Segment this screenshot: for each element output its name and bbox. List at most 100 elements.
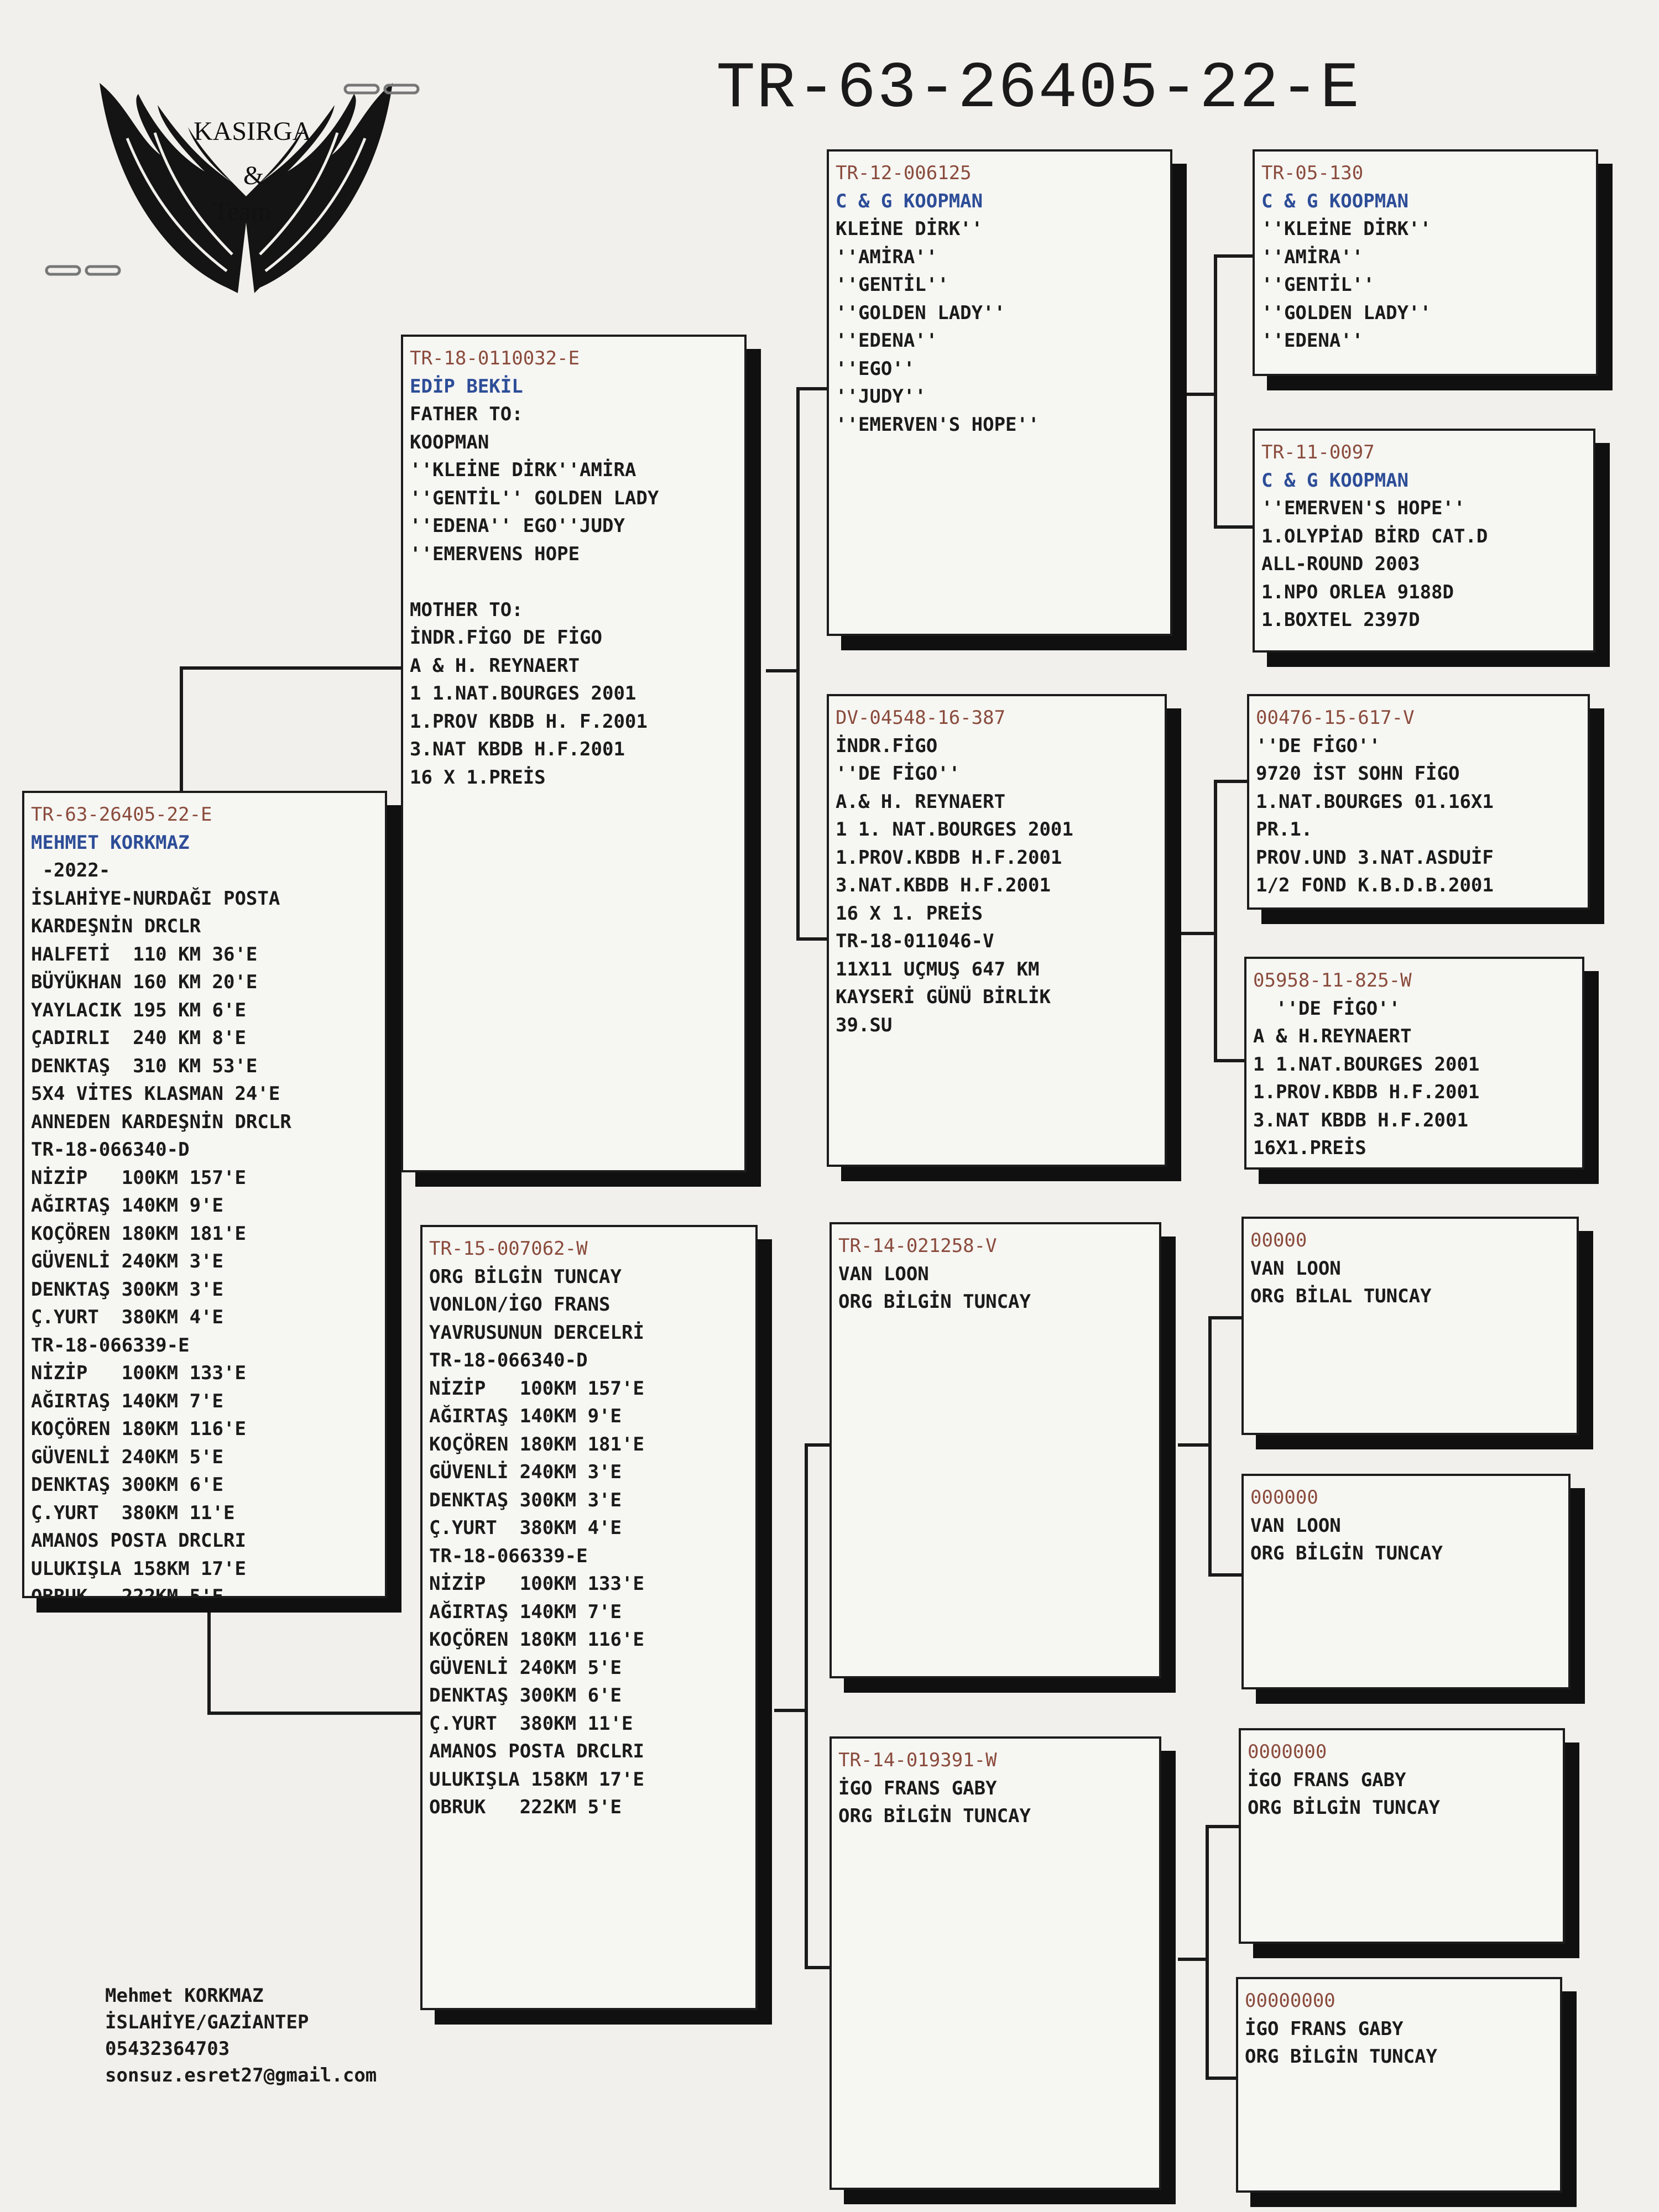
connector-line — [207, 1604, 211, 1714]
contact-email: sonsuz.esret27@gmail.com — [105, 2064, 377, 2086]
connector-line — [1208, 1316, 1241, 1319]
pedigree-line: ORG BİLGİN TUNCAY — [429, 1265, 622, 1288]
pedigree-line: AMANOS POSTA DRCLRI — [429, 1740, 644, 1762]
connector-line — [1208, 1573, 1241, 1577]
connector-line — [1214, 1059, 1247, 1062]
pedigree-line: 1.PROV.KBDB H.F.2001 — [1253, 1081, 1480, 1103]
ring-number: TR-05-130 — [1261, 162, 1364, 184]
ring-number: TR-11-0097 — [1261, 441, 1375, 463]
pedigree-line: ''EGO'' — [836, 357, 915, 380]
connector-line — [207, 1712, 434, 1715]
contact-block: Mehmet KORKMAZ İSLAHİYE/GAZİANTEP 054323… — [105, 1983, 377, 2089]
ring-number: TR-63-26405-22-E — [31, 804, 212, 826]
breeder-name: C & G KOOPMAN — [836, 190, 983, 212]
paper-clip-icon — [343, 84, 420, 95]
ring-number: 0000000 — [1248, 1741, 1327, 1763]
pedigree-line: PROV.UND 3.NAT.ASDUİF — [1256, 846, 1494, 869]
connector-line — [774, 1709, 805, 1712]
pedigree-line: ALL-ROUND 2003 — [1261, 553, 1420, 575]
connector-line — [1214, 254, 1217, 528]
pedigree-line: 1.OLYPİAD BİRD CAT.D — [1261, 525, 1488, 547]
pedigree-line: AĞIRTAŞ 140KM 7'E — [429, 1600, 622, 1623]
pedigree-box-sire-dam-dam: 05958-11-825-W ''DE FİGO''A & H.REYNAERT… — [1244, 957, 1584, 1170]
pedigree-line: OBRUK 222KM 5'E — [31, 1585, 223, 1598]
pedigree-line: GÜVENLİ 240KM 3'E — [31, 1250, 223, 1272]
pedigree-line: DENKTAŞ 300KM 3'E — [31, 1278, 223, 1301]
pedigree-line: 3.NAT.KBDB H.F.2001 — [836, 874, 1051, 896]
pedigree-line: ULUKIŞLA 158KM 17'E — [429, 1768, 644, 1791]
pedigree-line: TR-18-011046-V — [836, 930, 994, 952]
pedigree-line: 1 1.NAT.BOURGES 2001 — [410, 682, 637, 705]
pedigree-line: 1 1.NAT.BOURGES 2001 — [1253, 1053, 1480, 1076]
ring-number: 000000 — [1250, 1486, 1318, 1509]
pedigree-line: PR.1. — [1256, 818, 1313, 841]
pedigree-line: ''EDENA'' — [1261, 330, 1364, 352]
pedigree-line: ''EDENA'' EGO''JUDY — [410, 515, 625, 537]
pedigree-line: Ç.YURT 380KM 4'E — [31, 1306, 223, 1328]
pedigree-line: ''GOLDEN LADY'' — [1261, 301, 1432, 324]
pedigree-line: ''KLEİNE DİRK'' — [1261, 218, 1432, 240]
pedigree-line: TR-18-066340-D — [429, 1349, 588, 1371]
pedigree-line: GÜVENLİ 240KM 3'E — [429, 1461, 622, 1483]
pedigree-line: YAYLACIK 195 KM 6'E — [31, 999, 246, 1021]
logo-text-ampersand: & — [243, 161, 264, 190]
pedigree-line: 3.NAT KBDB H.F.2001 — [1253, 1109, 1468, 1131]
connector-line — [180, 666, 183, 791]
pedigree-line: AMANOS POSTA DRCLRI — [31, 1530, 246, 1552]
pedigree-line: GÜVENLİ 240KM 5'E — [31, 1446, 223, 1468]
pedigree-line: ''KLEİNE DİRK''AMİRA — [410, 459, 637, 481]
pedigree-line: KOÇÖREN 180KM 181'E — [429, 1433, 644, 1455]
connector-line — [796, 387, 827, 390]
ring-number: TR-15-007062-W — [429, 1238, 588, 1260]
pedigree-line: 11X11 UÇMUŞ 647 KM — [836, 958, 1040, 980]
connector-line — [796, 387, 800, 940]
pedigree-line: 1.BOXTEL 2397D — [1261, 609, 1420, 631]
pedigree-line: VAN LOON — [1250, 1257, 1341, 1280]
connector-line — [1214, 780, 1247, 783]
pedigree-line: ''AMİRA'' — [836, 246, 938, 268]
pedigree-box-sire-sire: TR-12-006125 C & G KOOPMAN KLEİNE DİRK'' ''… — [827, 149, 1172, 636]
pedigree-line: KOÇÖREN 180KM 116'E — [429, 1629, 644, 1651]
pedigree-line: 3.NAT KBDB H.F.2001 — [410, 738, 625, 760]
ring-number: 05958-11-825-W — [1253, 969, 1412, 992]
pedigree-line: ''DE FİGO'' — [836, 763, 961, 785]
pedigree-line: VAN LOON — [1250, 1514, 1341, 1537]
paper-clip-icon — [45, 265, 121, 276]
pedigree-line: GÜVENLİ 240KM 5'E — [429, 1656, 622, 1679]
pedigree-line: ''JUDY'' — [836, 385, 926, 408]
pedigree-line: ''EMERVENS HOPE — [410, 542, 580, 565]
ring-number: DV-04548-16-387 — [836, 707, 1006, 729]
ring-number: TR-12-006125 — [836, 162, 972, 184]
pedigree-line: 39.SU — [836, 1014, 893, 1036]
pedigree-line: 1.NPO ORLEA 9188D — [1261, 581, 1454, 603]
connector-line — [1206, 1825, 1239, 1828]
pedigree-line: İGO FRANS GABY — [838, 1777, 997, 1799]
connector-line — [1178, 932, 1217, 935]
connector-line — [805, 1443, 830, 1447]
ring-number: 00000 — [1250, 1229, 1307, 1251]
pedigree-line: 9720 İST SOHN FİGO — [1256, 763, 1460, 785]
pedigree-line: A & H.REYNAERT — [1253, 1025, 1412, 1047]
pedigree-line: İGO FRANS GABY — [1245, 2017, 1404, 2040]
logo-text-team: Team — [213, 197, 272, 226]
pedigree-line: 5X4 VİTES KLASMAN 24'E — [31, 1083, 280, 1105]
pedigree-line: NİZİP 100KM 133'E — [31, 1362, 246, 1384]
pedigree-line: TR-18-066339-E — [31, 1334, 190, 1357]
ring-number: TR-14-019391-W — [838, 1749, 997, 1771]
pedigree-line: OBRUK 222KM 5'E — [429, 1796, 622, 1818]
pedigree-line: KLEİNE DİRK'' — [836, 218, 983, 240]
pedigree-line: ''GENTİL'' — [1261, 274, 1375, 296]
contact-name: Mehmet KORKMAZ — [105, 1985, 264, 2007]
pedigree-line: İNDR.FİGO — [836, 734, 938, 757]
pedigree-line: DENKTAŞ 300KM 6'E — [31, 1474, 223, 1496]
pedigree-line: ORG BİLAL TUNCAY — [1250, 1285, 1432, 1307]
pedigree-line: ÇADIRLI 240 KM 8'E — [31, 1027, 246, 1049]
